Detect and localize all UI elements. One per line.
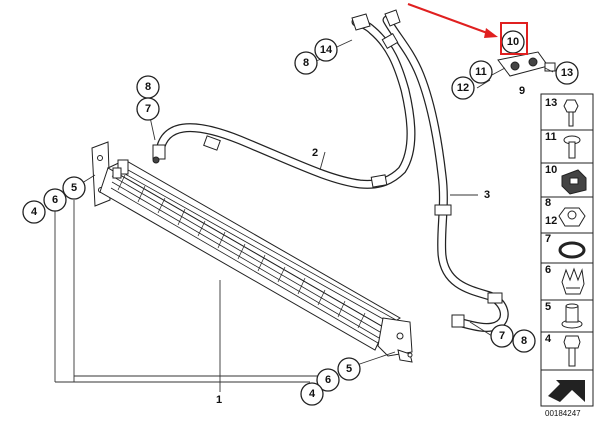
callout-5-upper: 5: [62, 176, 86, 200]
clip-icon: [561, 169, 587, 195]
o-ring-icon: [558, 241, 586, 259]
svg-text:13: 13: [545, 97, 557, 109]
svg-text:6: 6: [52, 194, 58, 206]
svg-text:5: 5: [346, 363, 352, 375]
svg-text:5: 5: [71, 182, 77, 194]
svg-text:14: 14: [320, 44, 333, 56]
callout-7-left: 7: [136, 97, 160, 121]
hose-3: [381, 15, 509, 332]
label-part-1: 1: [216, 394, 222, 406]
hose-2: [152, 17, 416, 189]
svg-text:8: 8: [521, 335, 527, 347]
callout-11: 11: [469, 60, 493, 84]
label-part-2: 2: [312, 147, 318, 159]
callout-4-upper: 4: [22, 200, 46, 224]
legend-item-7: 7: [545, 233, 586, 259]
callout-10-highlighted: 10: [500, 22, 528, 55]
legend-item-10: 10: [545, 164, 587, 195]
rubber-mount-icon: [561, 267, 585, 295]
svg-text:7: 7: [145, 103, 151, 115]
callout-14: 14: [314, 38, 338, 62]
svg-text:4: 4: [309, 388, 316, 400]
callout-6-upper: 6: [43, 188, 67, 212]
callout-12: 12: [451, 76, 475, 100]
legend-item-4: 4: [545, 333, 581, 367]
highlight-arrow: [407, 3, 498, 38]
svg-text:6: 6: [545, 264, 551, 276]
parts-legend: 13 11 10 8 12: [540, 93, 594, 407]
label-part-9: 9: [519, 85, 525, 97]
svg-text:7: 7: [545, 233, 551, 245]
bolt-icon: [563, 99, 579, 127]
svg-text:8: 8: [545, 197, 551, 209]
svg-text:11: 11: [475, 66, 487, 78]
svg-text:4: 4: [31, 206, 38, 218]
svg-text:5: 5: [545, 301, 551, 313]
callout-8-top: 8: [294, 51, 318, 75]
legend-item-8-12: 8 12: [545, 197, 586, 227]
svg-text:12: 12: [457, 82, 469, 94]
svg-text:8: 8: [303, 57, 309, 69]
bolt-icon: [563, 335, 581, 367]
callout-13: 13: [555, 61, 579, 85]
svg-text:10: 10: [507, 36, 519, 48]
svg-text:10: 10: [545, 164, 557, 176]
callout-5-lower: 5: [337, 357, 361, 381]
bracket-9: [497, 51, 556, 77]
callout-8-bottom: 8: [512, 329, 536, 353]
legend-item-11: 11: [545, 131, 581, 159]
oil-cooler: [91, 141, 413, 363]
callout-6-lower: 6: [316, 368, 340, 392]
svg-text:6: 6: [325, 374, 331, 386]
callout-8-left: 8: [136, 75, 160, 99]
label-part-3: 3: [484, 189, 490, 201]
callout-4-lower: 4: [300, 382, 324, 406]
direction-arrow-icon: [548, 380, 585, 402]
legend-item-6: 6: [545, 264, 585, 295]
document-number: 00184247: [545, 409, 581, 418]
svg-text:11: 11: [545, 131, 557, 143]
svg-text:12: 12: [545, 215, 557, 227]
legend-item-5: 5: [545, 301, 583, 329]
svg-text:13: 13: [561, 67, 573, 79]
grommet-icon: [561, 303, 583, 329]
nut-icon: [558, 207, 586, 227]
leader-lines: [54, 39, 554, 392]
svg-text:8: 8: [145, 81, 151, 93]
callout-7-bottom: 7: [490, 324, 514, 348]
legend-item-13: 13: [545, 97, 579, 127]
svg-text:7: 7: [499, 330, 505, 342]
svg-text:4: 4: [545, 333, 552, 345]
screw-icon: [563, 135, 581, 159]
